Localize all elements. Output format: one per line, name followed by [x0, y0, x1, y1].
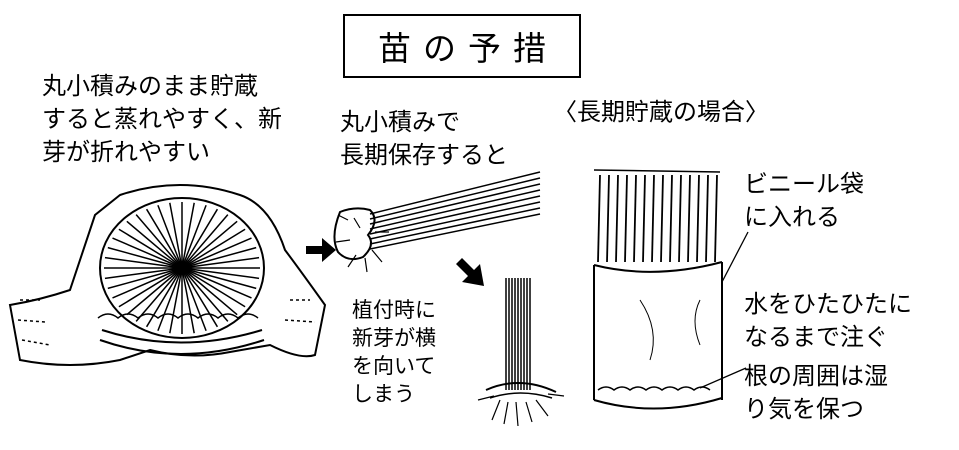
page-title: 苗の予措 — [378, 29, 558, 68]
note-planting-effect: 植付時に 新芽が横 を向いて しまう — [352, 296, 436, 408]
note-rolled-storage: 丸小積みのまま貯蔵 すると蒸れやすく、新 芽が折れやすい — [42, 70, 282, 169]
note-line: しまう — [352, 382, 415, 406]
note-line: 芽が折れやすい — [42, 138, 210, 166]
note-line: 根の周囲は湿 — [744, 362, 888, 390]
horizontal-seedlings-illustration — [333, 171, 541, 273]
note-line: を向いて — [352, 354, 436, 378]
note-line: ビニール袋 — [744, 170, 864, 198]
vertical-seedling-illustration — [477, 278, 565, 427]
note-line: なるまで注ぐ — [744, 323, 888, 351]
note-line: 丸小積みで — [340, 108, 460, 136]
rolled-bundle-illustration — [8, 184, 327, 366]
note-roots: 根の周囲は湿 り気を保つ — [744, 360, 888, 426]
arrow-right-icon — [306, 238, 336, 262]
note-line: に入れる — [744, 203, 840, 231]
note-line: 新芽が横 — [352, 326, 436, 350]
note-vinyl-bag: ビニール袋 に入れる — [744, 168, 864, 234]
note-line: 植付時に — [352, 298, 436, 322]
title-box: 苗の予措 — [343, 14, 581, 78]
note-line: 水をひたひたに — [744, 290, 912, 318]
note-water: 水をひたひたに なるまで注ぐ — [744, 288, 912, 354]
note-long-term-rolled: 丸小積みで 長期保存すると — [340, 106, 508, 172]
note-long-term-case: 〈長期貯蔵の場合〉 — [553, 98, 769, 126]
note-line: り気を保つ — [744, 395, 864, 423]
note-line: すると蒸れやすく、新 — [42, 105, 282, 133]
note-line: 丸小積みのまま貯蔵 — [42, 72, 258, 100]
note-line: 長期保存すると — [340, 141, 508, 169]
arrow-down-right-icon — [456, 258, 484, 286]
vinyl-bag-illustration — [593, 169, 749, 410]
